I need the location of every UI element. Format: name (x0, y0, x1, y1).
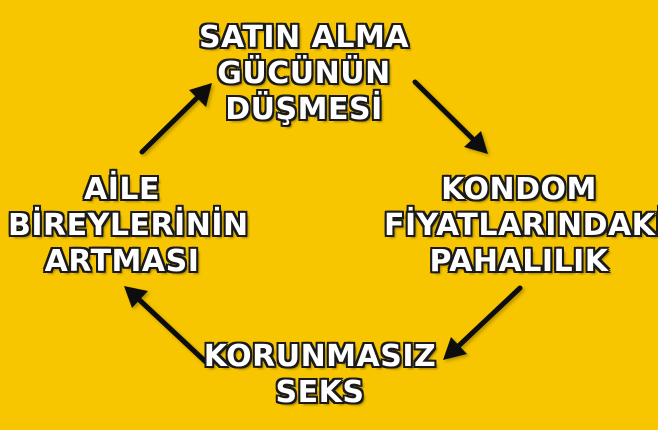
node-line: ARTMASI (44, 244, 200, 279)
node-unprotected-sex: KORUNMASIZ SEKS (200, 339, 440, 411)
node-line: BİREYLERİNİN (8, 208, 249, 243)
arrow-bottom-to-left (124, 286, 211, 367)
arrow-right-to-bottom (443, 285, 523, 360)
node-line: GÜCÜNÜN (217, 56, 391, 91)
node-line: FİYATLARINDAKİ (384, 208, 658, 243)
node-family-growth: AİLE BİREYLERİNİN ARTMASI (8, 172, 249, 280)
node-line: KONDOM (441, 172, 597, 207)
node-purchasing-power-drop: SATIN ALMA GÜCÜNÜN DÜŞMESİ (189, 20, 419, 128)
node-line: PAHALILIK (429, 244, 609, 279)
node-line: AİLE (84, 172, 160, 207)
node-line: DÜŞMESİ (225, 92, 383, 127)
node-line: KORUNMASIZ (203, 339, 437, 374)
arrow-top-to-right (412, 79, 488, 154)
node-line: SATIN ALMA (198, 20, 410, 55)
node-line: SEKS (275, 375, 365, 410)
node-condom-price-expense: KONDOM FİYATLARINDAKİ PAHALILIK (384, 172, 658, 280)
arrow-left-to-top (139, 83, 212, 155)
